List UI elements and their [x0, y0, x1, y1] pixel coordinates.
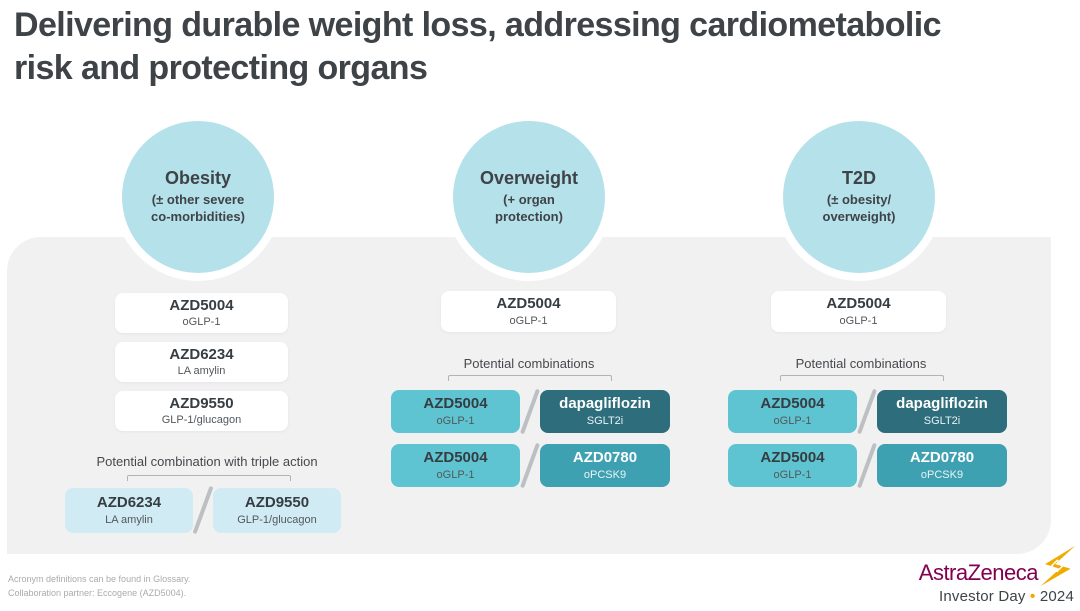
drug-mechanism: SGLT2i	[923, 414, 961, 427]
drug-mechanism: oPCSK9	[920, 468, 964, 481]
drug-name: AZD6234	[169, 345, 234, 363]
drug-name: dapagliflozin	[559, 395, 651, 413]
combo-box-azd0780-t2d: AZD0780 oPCSK9	[877, 444, 1007, 487]
drug-name: dapagliflozin	[896, 395, 988, 413]
circle-obesity: Obesity (± other severe co-morbidities)	[114, 113, 282, 281]
combo-box-azd5004-dapa-left-t2d: AZD5004 oGLP-1	[728, 390, 857, 433]
drug-mechanism: oGLP-1	[436, 468, 475, 481]
circle-overweight: Overweight (+ organ protection)	[445, 113, 613, 281]
drug-name: AZD9550	[244, 494, 310, 512]
combo-box-azd5004-dapa-left: AZD5004 oGLP-1	[391, 390, 520, 433]
astrazeneca-logo: AstraZeneca	[919, 545, 1077, 587]
combo-label-t2d: Potential combinations	[795, 356, 927, 371]
circle-obesity-subtitle: (± other severe co-morbidities)	[151, 191, 245, 224]
drug-mechanism: LA amylin	[177, 365, 226, 378]
gold-bullet: •	[1030, 588, 1036, 605]
drug-mechanism: GLP-1/glucagon	[161, 414, 242, 427]
circle-obesity-title: Obesity	[164, 168, 232, 189]
drug-name: AZD9550	[169, 394, 234, 412]
footnote-collaboration: Collaboration partner: Eccogene (AZD5004…	[8, 587, 187, 598]
event-tagline: Investor Day • 2024	[919, 588, 1074, 605]
drug-mechanism: LA amylin	[105, 513, 153, 526]
drug-mechanism: oGLP-1	[773, 414, 812, 427]
combo-bracket-overweight	[448, 375, 612, 381]
astrazeneca-logo-block: AstraZeneca Investor Day • 2024	[919, 545, 1077, 605]
drug-mechanism: oGLP-1	[509, 314, 548, 327]
circle-t2d: T2D (± obesity/ overweight)	[775, 113, 943, 281]
drug-name: AZD0780	[909, 449, 975, 467]
drug-box-azd5004-obesity: AZD5004 oGLP-1	[115, 293, 288, 333]
combo-box-azd5004-0780-left-t2d: AZD5004 oGLP-1	[728, 444, 857, 487]
astrazeneca-symbol-icon	[1040, 545, 1076, 587]
combo-box-dapagliflozin-t2d: dapagliflozin SGLT2i	[877, 390, 1007, 433]
drug-name: AZD6234	[96, 494, 162, 512]
drug-mechanism: GLP-1/glucagon	[237, 513, 317, 526]
combo-box-dapagliflozin-overweight: dapagliflozin SGLT2i	[540, 390, 670, 433]
drug-mechanism: oGLP-1	[773, 468, 812, 481]
drug-box-azd5004-overweight: AZD5004 oGLP-1	[441, 291, 616, 332]
slide-title: Delivering durable weight loss, addressi…	[14, 6, 942, 88]
circle-overweight-subtitle: (+ organ protection)	[495, 191, 563, 224]
drug-name: AZD5004	[423, 395, 488, 413]
circle-t2d-title: T2D	[841, 168, 876, 189]
drug-mechanism: oPCSK9	[583, 468, 627, 481]
event-name: Investor Day	[939, 588, 1026, 605]
combo-bracket-t2d	[780, 375, 944, 381]
drug-name: AZD5004	[760, 395, 825, 413]
drug-name: AZD5004	[826, 295, 891, 313]
drug-name: AZD5004	[760, 449, 825, 467]
drug-mechanism: oGLP-1	[182, 316, 221, 329]
drug-mechanism: oGLP-1	[839, 314, 878, 327]
astrazeneca-wordmark: AstraZeneca	[918, 560, 1039, 585]
drug-name: AZD5004	[423, 449, 488, 467]
combo-box-azd5004-0780-left: AZD5004 oGLP-1	[391, 444, 520, 487]
circle-t2d-subtitle: (± obesity/ overweight)	[822, 191, 896, 224]
combo-label-overweight: Potential combinations	[463, 356, 595, 371]
footnotes: Acronym definitions can be found in Glos…	[8, 573, 190, 600]
drug-mechanism: SGLT2i	[586, 414, 624, 427]
combo-bracket-obesity	[127, 475, 291, 481]
combo-label-obesity: Potential combination with triple action	[96, 454, 318, 469]
drug-box-azd9550-obesity: AZD9550 GLP-1/glucagon	[115, 391, 288, 431]
combo-box-azd9550: AZD9550 GLP-1/glucagon	[213, 488, 341, 533]
footnote-glossary: Acronym definitions can be found in Glos…	[8, 574, 191, 584]
combo-box-azd6234: AZD6234 LA amylin	[65, 488, 193, 533]
drug-name: AZD0780	[572, 449, 638, 467]
drug-box-azd5004-t2d: AZD5004 oGLP-1	[771, 291, 946, 332]
drug-box-azd6234-obesity: AZD6234 LA amylin	[115, 342, 288, 382]
event-year: 2024	[1039, 588, 1074, 605]
combo-box-azd0780-overweight: AZD0780 oPCSK9	[540, 444, 670, 487]
drug-name: AZD5004	[496, 295, 561, 313]
circle-overweight-title: Overweight	[479, 168, 579, 189]
drug-name: AZD5004	[169, 296, 234, 314]
drug-mechanism: oGLP-1	[436, 414, 475, 427]
